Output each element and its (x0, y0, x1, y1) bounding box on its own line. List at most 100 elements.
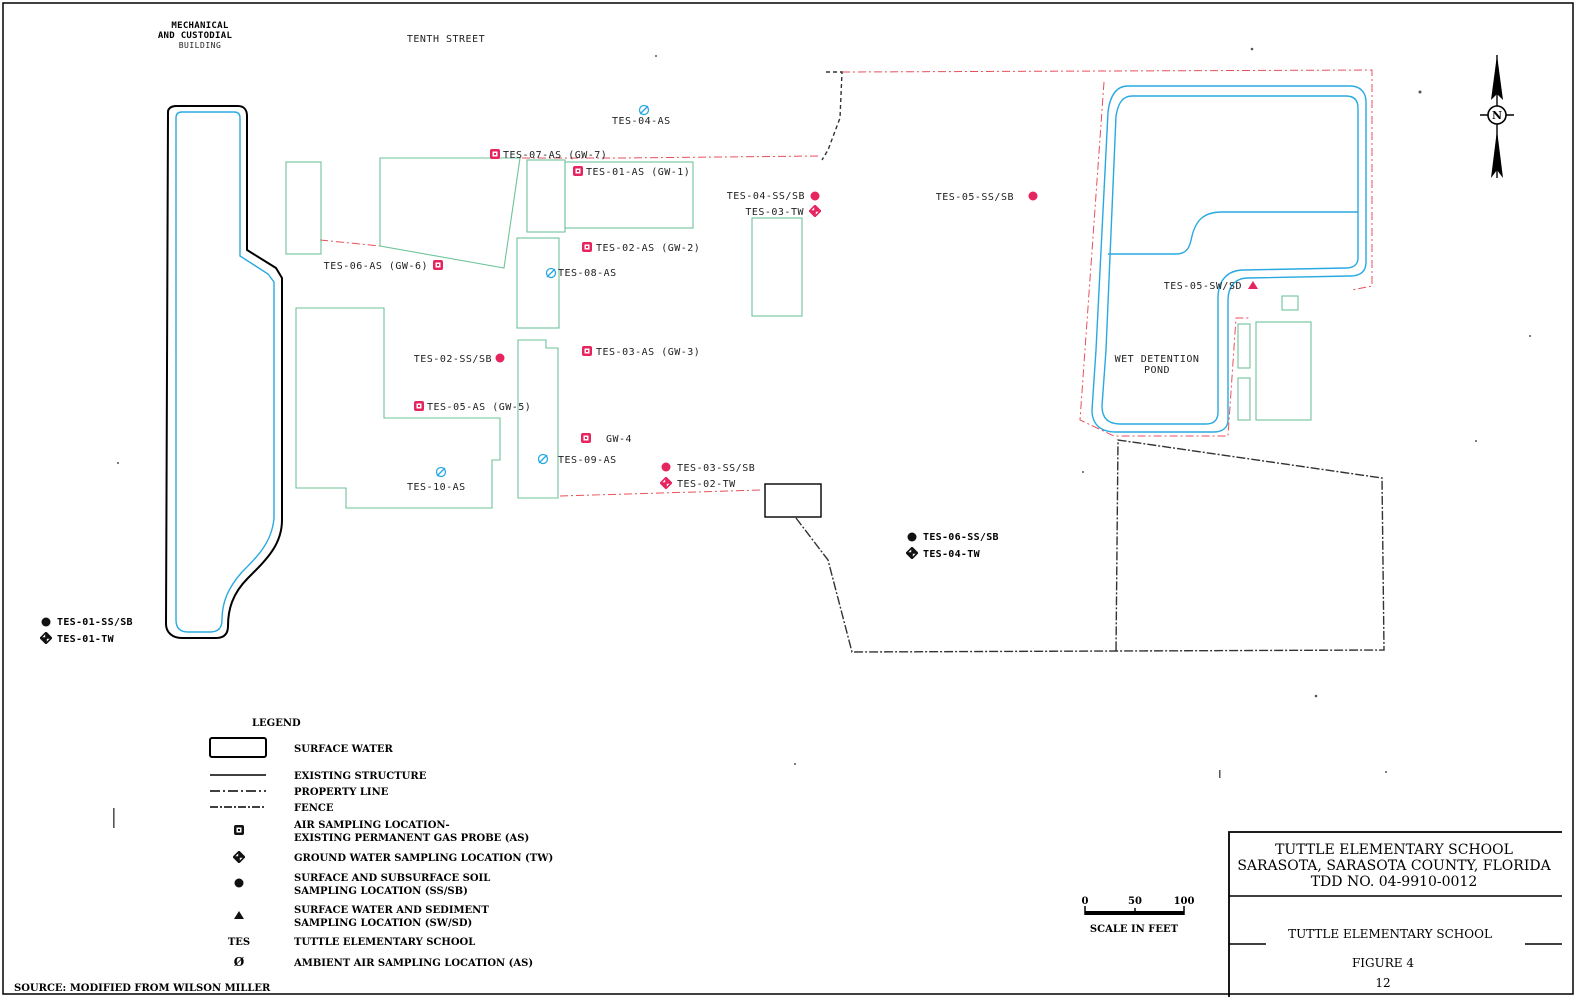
soil-sample-icon (907, 532, 917, 542)
label-tes-02-as: TES-02-AS (GW-2) (596, 243, 700, 254)
title-subtitle: TUTTLE ELEMENTARY SCHOOL (1288, 927, 1492, 941)
gas-probe-icon (414, 401, 424, 411)
label-tes-03-as: TES-03-AS (GW-3) (596, 347, 700, 358)
label-tes-05-as: TES-05-AS (GW-5) (427, 402, 531, 413)
sample-labels: TES-04-AS TES-07-AS (GW-7) TES-01-AS (GW… (57, 116, 1242, 645)
soil-markers-red (495, 191, 1038, 472)
source-note: SOURCE: MODIFIED FROM WILSON MILLER (14, 983, 271, 994)
label-tes-02-ss: TES-02-SS/SB (414, 354, 492, 365)
ambient-air-icon (545, 267, 557, 279)
svg-text:BUILDING: BUILDING (179, 41, 222, 50)
svg-text:50: 50 (1128, 896, 1142, 907)
scan-noise (113, 47, 1531, 828)
svg-text:EXISTING PERMANENT GAS PROBE (: EXISTING PERMANENT GAS PROBE (AS) (294, 833, 529, 844)
svg-text:SAMPLING LOCATION (SS/SB): SAMPLING LOCATION (SS/SB) (294, 886, 468, 897)
gas-probe-icon (582, 242, 592, 252)
label-tes-02-tw: TES-02-TW (677, 479, 736, 490)
gas-probe-icon (581, 433, 591, 443)
gas-probe-icon (573, 166, 583, 176)
title-line-1: TUTTLE ELEMENTARY SCHOOL (1275, 842, 1513, 858)
gas-probe-icon (490, 149, 500, 159)
scale-bar: 0 50 100 SCALE IN FEET (1082, 896, 1195, 935)
label-gw-4: GW-4 (606, 434, 632, 445)
label-tes-04-ss: TES-04-SS/SB (727, 191, 805, 202)
label-tes-10-as: TES-10-AS (407, 482, 466, 493)
svg-text:SURFACE WATER: SURFACE WATER (294, 744, 393, 755)
street-label: TENTH STREET (407, 34, 485, 45)
ambient-air-icon: Ø (234, 955, 245, 969)
label-tes-06-ss: TES-06-SS/SB (923, 532, 999, 543)
label-tes-07-as: TES-07-AS (GW-7) (503, 150, 607, 161)
label-tes-01-tw: TES-01-TW (57, 634, 115, 645)
legend: LEGEND SURFACE WATER EXISTING STRUCTURE … (209, 718, 553, 969)
scale-label: SCALE IN FEET (1090, 924, 1179, 935)
title-block: TUTTLE ELEMENTARY SCHOOL SARASOTA, SARAS… (1228, 831, 1562, 997)
svg-text:TES: TES (228, 937, 250, 948)
property-line (319, 69, 1373, 497)
svg-text:SURFACE WATER AND SEDIMENT: SURFACE WATER AND SEDIMENT (294, 905, 489, 916)
svg-text:SURFACE AND SUBSURFACE SOIL: SURFACE AND SUBSURFACE SOIL (294, 873, 490, 884)
pond-label-2: POND (1144, 365, 1170, 376)
ambient-air-icon (638, 104, 650, 116)
label-tes-01-as: TES-01-AS (GW-1) (586, 167, 690, 178)
gas-probe-icon (582, 346, 592, 356)
title-line-2: SARASOTA, SARASOTA COUNTY, FLORIDA (1237, 858, 1551, 874)
ambient-air-markers (435, 104, 650, 478)
utility-structure (764, 483, 822, 518)
fence (795, 71, 1385, 653)
soil-markers-black (41, 532, 917, 627)
ground-water-icon (40, 632, 52, 644)
svg-text:100: 100 (1174, 896, 1195, 907)
label-tes-06-as: TES-06-AS (GW-6) (324, 261, 428, 272)
label-tes-05-ss: TES-05-SS/SB (936, 192, 1014, 203)
svg-text:0: 0 (1082, 896, 1089, 907)
existing-structures (285, 157, 1312, 509)
label-tes-05-sw: TES-05-SW/SD (1164, 281, 1242, 292)
svg-text:FENCE: FENCE (294, 803, 334, 814)
ground-water-icon (660, 477, 672, 489)
ambient-air-icon (435, 466, 447, 478)
title-line-3: TDD NO. 04-9910-0012 (1311, 874, 1478, 890)
svg-text:SAMPLING LOCATION (SW/SD): SAMPLING LOCATION (SW/SD) (294, 918, 472, 929)
sediment-sample-icon (234, 911, 244, 919)
svg-text:TUTTLE ELEMENTARY SCHOOL: TUTTLE ELEMENTARY SCHOOL (294, 937, 475, 948)
soil-sample-icon (41, 617, 51, 627)
svg-text:AIR SAMPLING LOCATION-: AIR SAMPLING LOCATION- (293, 820, 450, 831)
label-tes-08-as: TES-08-AS (558, 268, 617, 279)
label-tes-04-as: TES-04-AS (612, 116, 671, 127)
sediment-sample-icon (1248, 281, 1258, 289)
label-tes-03-ss: TES-03-SS/SB (677, 463, 755, 474)
ground-water-icon (233, 851, 245, 863)
pond-label-1: WET DETENTION (1115, 354, 1200, 365)
gas-probe-icon (433, 260, 443, 270)
svg-text:MECHANICAL: MECHANICAL (171, 21, 228, 31)
building-label: MECHANICAL AND CUSTODIAL BUILDING (158, 21, 233, 50)
label-tes-09-as: TES-09-AS (558, 455, 617, 466)
soil-sample-icon (495, 353, 505, 363)
svg-text:EXISTING STRUCTURE: EXISTING STRUCTURE (294, 771, 427, 782)
ground-water-icon (809, 205, 821, 217)
svg-text:PROPERTY LINE: PROPERTY LINE (294, 787, 389, 798)
label-tes-03-tw: TES-03-TW (745, 207, 804, 218)
legend-swatch-surface-water (209, 737, 267, 758)
ground-water-icon (906, 547, 918, 559)
label-tes-01-ss: TES-01-SS/SB (57, 617, 133, 628)
surface-water-west (164, 105, 283, 639)
ambient-air-icon (537, 453, 549, 465)
legend-title: LEGEND (252, 718, 301, 729)
page-number: 12 (1375, 976, 1390, 990)
surface-water-pond (1091, 85, 1367, 433)
soil-sample-icon (810, 191, 820, 201)
svg-text:GROUND WATER SAMPLING LOCATION: GROUND WATER SAMPLING LOCATION (TW) (294, 853, 553, 864)
svg-text:AMBIENT AIR SAMPLING LOCATION: AMBIENT AIR SAMPLING LOCATION (AS) (293, 958, 533, 969)
soil-sample-icon (234, 878, 244, 888)
north-arrow: N (1480, 55, 1514, 178)
figure-number: FIGURE 4 (1352, 956, 1414, 970)
svg-text:AND CUSTODIAL: AND CUSTODIAL (158, 31, 233, 41)
north-label: N (1492, 109, 1502, 122)
ground-water-markers-black (40, 547, 918, 644)
gas-probe-icon (234, 825, 244, 835)
